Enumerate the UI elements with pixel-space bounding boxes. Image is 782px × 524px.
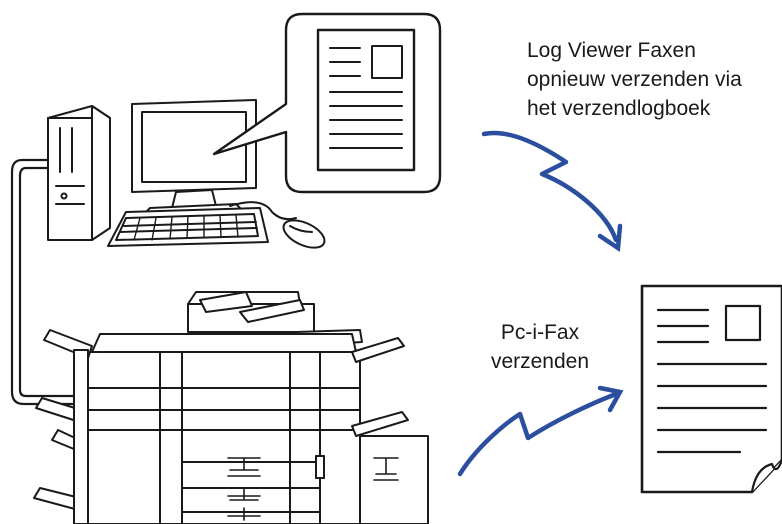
- tower-pc-icon: [47, 105, 111, 241]
- log-viewer-caption-line-3: het verzendlogboek: [527, 97, 711, 120]
- keyboard-icon: [107, 207, 269, 247]
- log-viewer-caption-line-1: Log Viewer Faxen: [527, 39, 696, 62]
- pc-i-fax-caption-line-2: verzenden: [490, 350, 590, 373]
- log-viewer-arrow-icon: [481, 130, 623, 252]
- mouse-icon: [229, 201, 326, 249]
- log-viewer-caption: Log Viewer Faxen opnieuw verzenden via h…: [527, 36, 777, 123]
- speech-bubble: [212, 12, 442, 194]
- received-document-icon: [640, 284, 782, 494]
- monitor-icon: [131, 99, 257, 219]
- network-cable: [10, 158, 94, 406]
- document-icon: [316, 28, 416, 172]
- pc-i-fax-arrow-icon: [457, 385, 624, 477]
- pc-i-fax-caption-line-1: Pc-i-Fax: [500, 321, 580, 344]
- printer-icon: [33, 291, 429, 524]
- pc-i-fax-caption: Pc-i-Fax verzenden: [470, 318, 610, 376]
- log-viewer-caption-line-2: opnieuw verzenden via: [527, 68, 742, 91]
